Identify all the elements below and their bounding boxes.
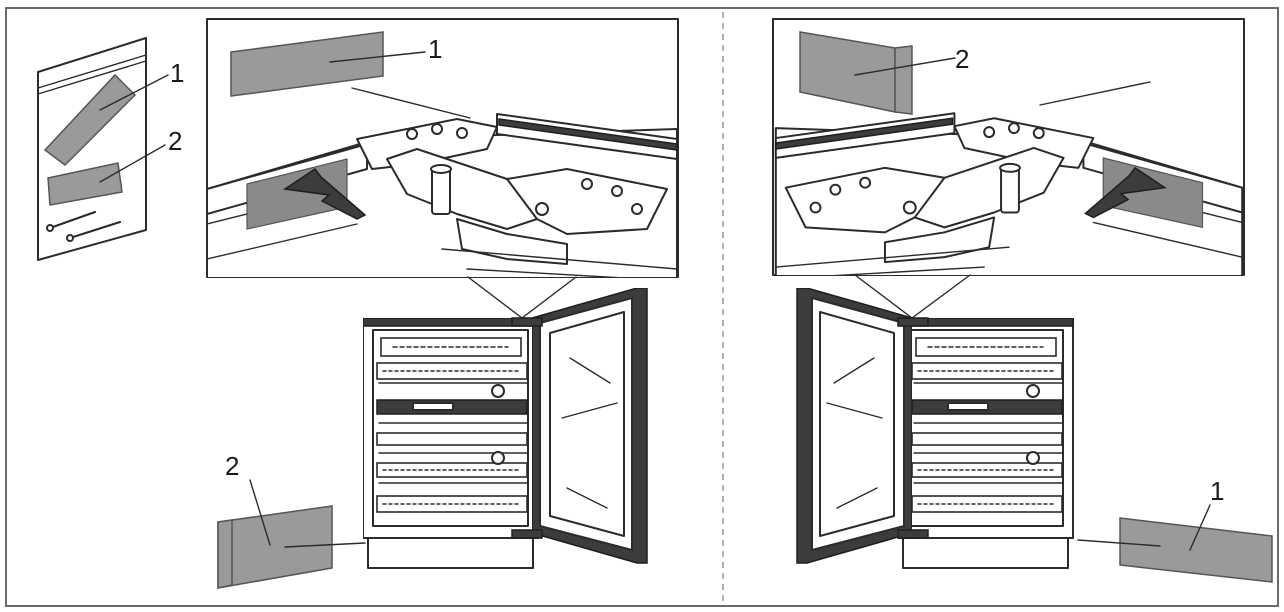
right-bottom-cover-part-1: 1	[1077, 476, 1273, 583]
kit-label-2: 2	[168, 126, 182, 156]
left-bottom-cover-part-2: 2	[217, 451, 366, 589]
left-detail-cover-part-1	[230, 31, 384, 97]
right-bottom-label-1: 1	[1210, 476, 1224, 506]
left-wine-cooler	[363, 288, 648, 569]
kit-cover-part-2	[47, 162, 123, 206]
figure-border	[5, 7, 1279, 607]
kit-screws	[46, 210, 122, 242]
parts-kit-bag: 1 2	[37, 37, 184, 261]
kit-cover-part-1	[43, 73, 137, 166]
left-detail-label-1: 1	[428, 34, 442, 64]
right-hinge-detail-view: 2	[772, 18, 1245, 276]
right-wine-cooler	[796, 288, 1074, 569]
right-detail-label-2: 2	[955, 44, 969, 74]
left-bottom-label-2: 2	[225, 451, 239, 481]
kit-label-1: 1	[170, 58, 184, 88]
left-hinge-detail-view: 1	[206, 18, 679, 278]
